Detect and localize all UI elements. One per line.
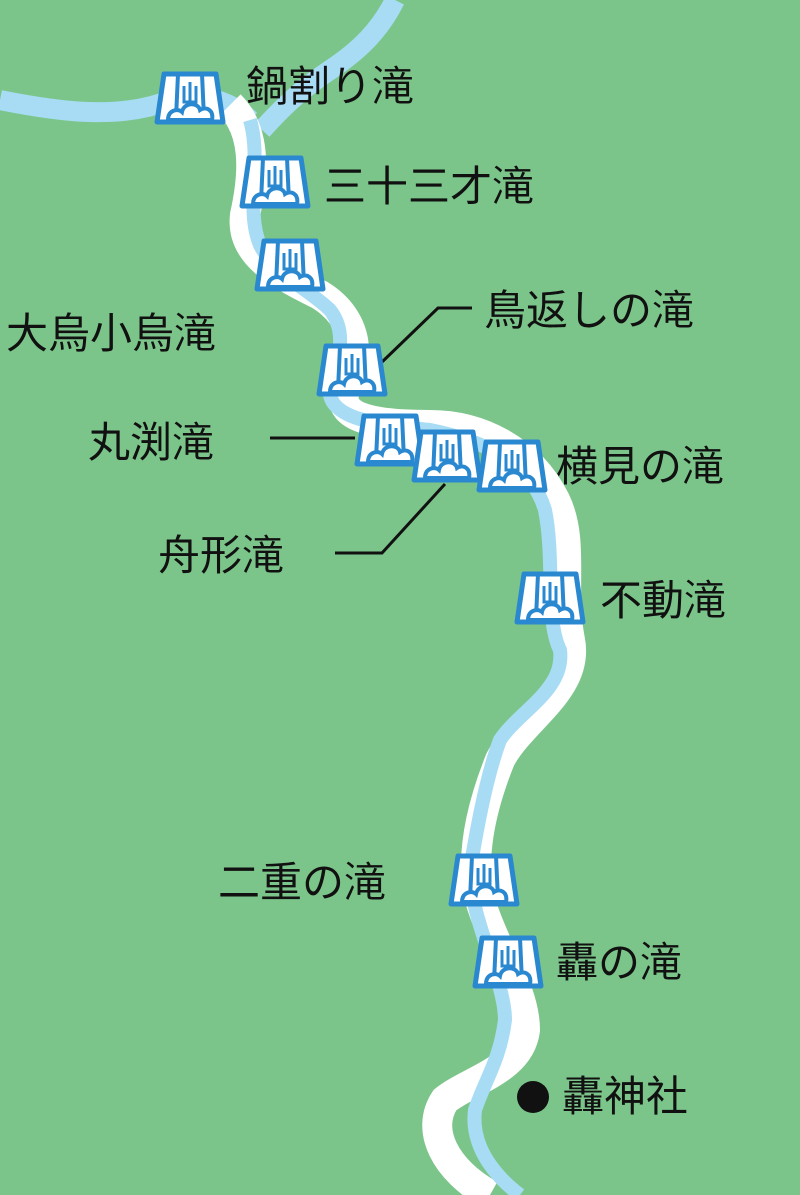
- leader-lines: [270, 306, 472, 555]
- waterfall-icon[interactable]: [479, 442, 545, 490]
- label-todoroki: 轟の滝: [556, 938, 683, 987]
- waterfall-icon[interactable]: [475, 938, 541, 986]
- label-nabewari: 鍋割り滝: [246, 62, 415, 111]
- label-marubuchi: 丸渕滝: [88, 418, 215, 467]
- waterfall-icon[interactable]: [257, 241, 323, 289]
- label-yokomi: 横見の滝: [556, 442, 725, 491]
- waterfall-icon[interactable]: [517, 574, 583, 622]
- waterfall-icon[interactable]: [319, 346, 385, 394]
- label-sanjusansai: 三十三才滝: [324, 162, 535, 211]
- waterfall-icon[interactable]: [242, 158, 308, 206]
- waterfall-icon[interactable]: [451, 856, 517, 904]
- label-funagata: 舟形滝: [158, 531, 285, 580]
- label-nijuu: 二重の滝: [218, 858, 387, 907]
- river-branch: [254, 0, 404, 137]
- shrine-dot-icon: [517, 1081, 549, 1113]
- label-fudo: 不動滝: [600, 576, 727, 625]
- label-torigaeshi: 鳥返しの滝: [484, 286, 695, 335]
- waterfall-icon[interactable]: [414, 432, 480, 480]
- label-ogarasu-kogarasu: 大烏小烏滝: [6, 309, 217, 358]
- label-todoroki-shrine: 轟神社: [562, 1072, 689, 1121]
- waterfall-icon[interactable]: [357, 416, 423, 464]
- waterfall-icon[interactable]: [157, 74, 223, 122]
